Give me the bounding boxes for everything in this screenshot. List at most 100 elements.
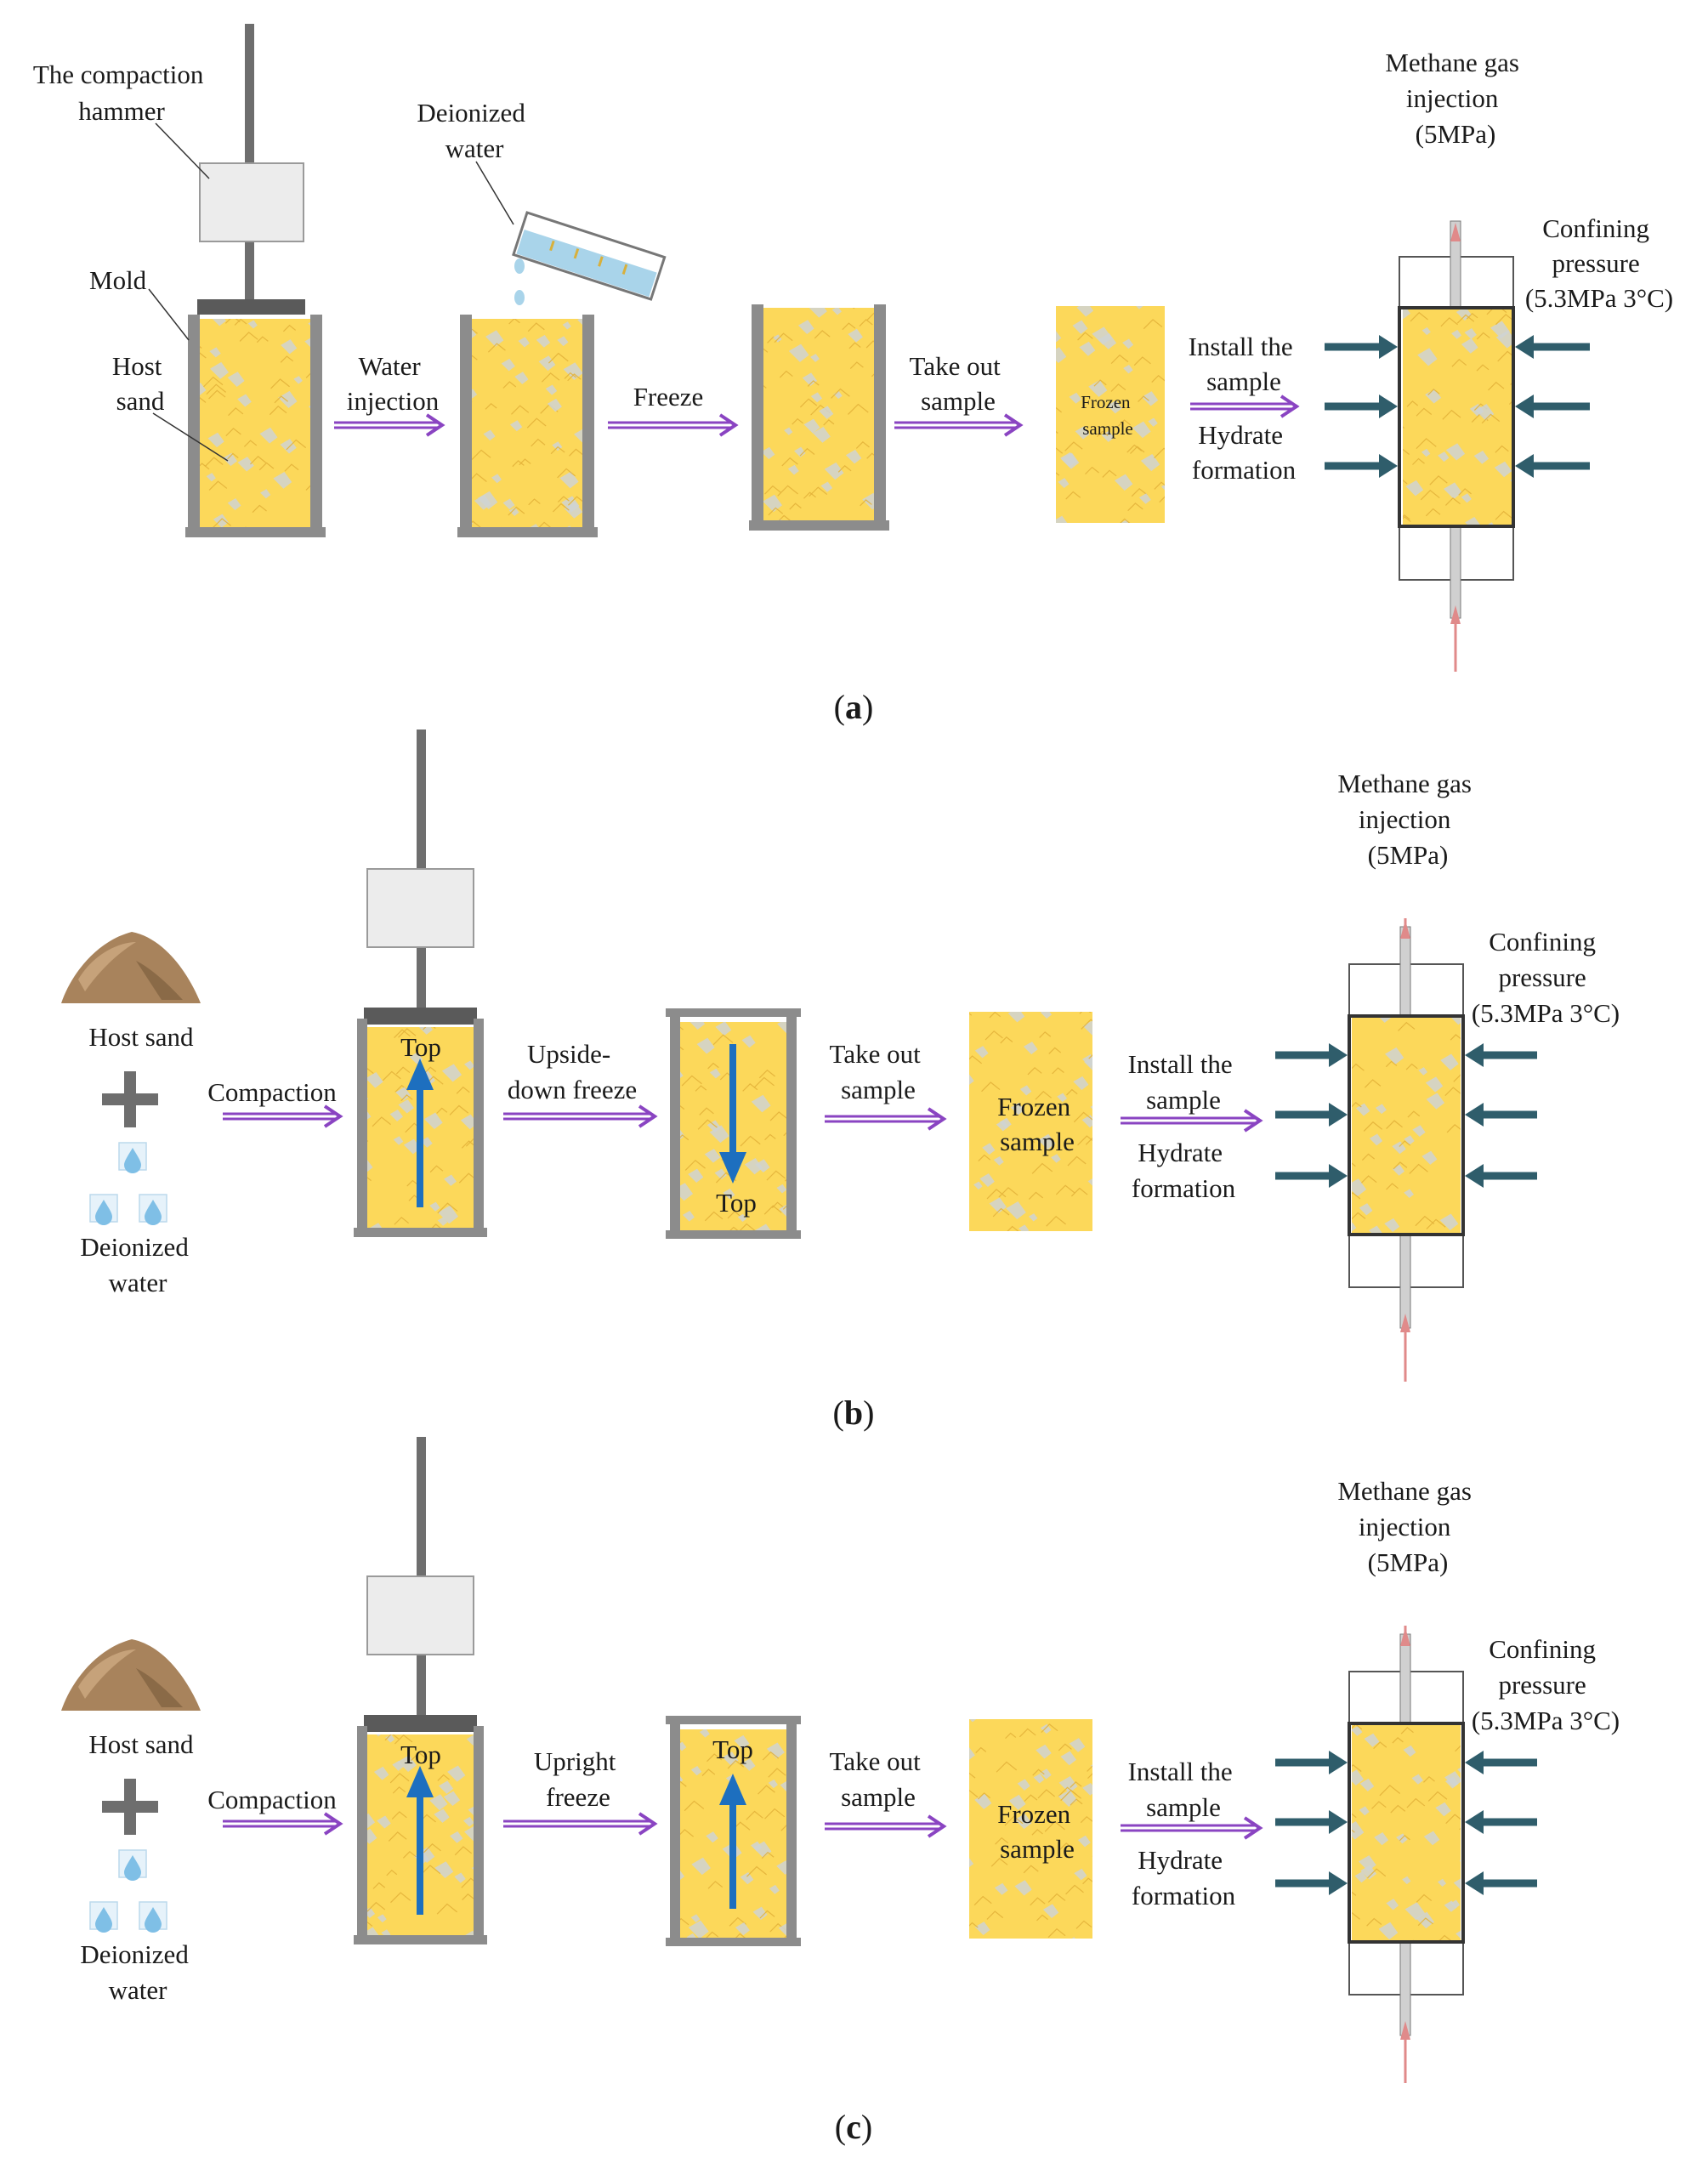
- grain-gap: [1069, 392, 1081, 404]
- grain-gap: [1445, 443, 1466, 461]
- grain-gap: [1369, 1225, 1382, 1233]
- arrow-head: [1243, 1816, 1263, 1840]
- process-arrow: [1121, 1109, 1263, 1133]
- beaker-icon: [512, 211, 667, 305]
- grain-edge: [1056, 472, 1060, 476]
- mold-icon: [354, 1726, 487, 1944]
- grain-edge: [557, 496, 570, 503]
- grain-edge: [1087, 1765, 1092, 1772]
- grain-gap: [784, 427, 793, 435]
- grain-gap: [518, 337, 530, 348]
- mold-leader-line: [148, 288, 190, 341]
- mold-base: [749, 520, 889, 531]
- grain-edge: [1403, 448, 1410, 455]
- grain-gap: [227, 497, 241, 511]
- grain-edge: [406, 1179, 419, 1187]
- grain-gap: [974, 1922, 990, 1935]
- grain-gap: [1079, 341, 1096, 356]
- grain-gap: [1352, 1222, 1357, 1232]
- grain-edge: [437, 1774, 450, 1781]
- grain-edge: [1364, 1079, 1382, 1088]
- mold-icon: [666, 1716, 801, 1946]
- grain-edge: [1099, 524, 1110, 530]
- grain-gap: [1385, 1047, 1404, 1064]
- grain-edge: [1120, 518, 1131, 523]
- grain-gap: [308, 405, 310, 409]
- arrow-head: [323, 1104, 343, 1128]
- grain-gap: [441, 1064, 462, 1082]
- grain-gap: [1358, 1855, 1376, 1871]
- step-label-compaction: Compaction: [207, 1077, 337, 1107]
- grain-edge: [837, 465, 852, 473]
- pressure-arrow-head: [1329, 1871, 1348, 1895]
- grain-edge: [969, 1772, 976, 1779]
- grain-gap: [1488, 522, 1494, 525]
- grain-gap: [1378, 1922, 1399, 1940]
- grain-edge: [1098, 1070, 1110, 1076]
- grain-edge: [777, 514, 791, 522]
- grain-edge: [1352, 1829, 1355, 1833]
- grain-gap: [1450, 1899, 1461, 1909]
- grain-edge: [728, 1226, 741, 1232]
- hammer-weight: [199, 162, 304, 242]
- grain-edge: [482, 1183, 498, 1191]
- grain-gap: [1088, 379, 1108, 397]
- grain-gap: [377, 1815, 391, 1829]
- hammer-leader-line: [155, 122, 210, 179]
- grain-gap: [438, 1780, 454, 1794]
- grain-edge: [1392, 1737, 1404, 1744]
- grain-gap: [709, 1068, 721, 1079]
- grain-edge: [969, 1055, 983, 1064]
- mold-icon: [185, 315, 326, 537]
- grain-edge: [1106, 1106, 1119, 1112]
- grain-gap: [429, 1201, 440, 1212]
- grain-gap: [377, 1914, 387, 1923]
- grain-edge: [1035, 1091, 1052, 1100]
- grain-edge: [1476, 332, 1490, 340]
- grain-edge: [1488, 381, 1505, 391]
- grain-gap: [385, 1734, 395, 1743]
- grain-edge: [1028, 1191, 1044, 1200]
- grain-edge: [1450, 1034, 1461, 1041]
- grain-gap: [777, 1022, 786, 1034]
- arrow-head: [927, 1814, 947, 1838]
- grain-gap: [1056, 347, 1067, 363]
- grain-gap: [768, 1779, 778, 1789]
- grain-edge: [1005, 1732, 1017, 1740]
- grain-edge: [1023, 1865, 1039, 1874]
- grain-gap: [485, 1208, 494, 1217]
- grain-gap: [514, 372, 529, 384]
- water-droplet-icon: [514, 290, 525, 305]
- grain-gap: [809, 308, 827, 318]
- deionized-water-label: Deionized water: [80, 1939, 195, 2005]
- grain-gap: [308, 321, 310, 326]
- grain-edge: [527, 322, 545, 332]
- grain-edge: [1400, 1727, 1414, 1734]
- top-label: Top: [400, 1032, 441, 1062]
- host-sand-fill: [763, 308, 874, 525]
- grain-edge: [1077, 1135, 1092, 1146]
- pressure-arrow-head: [1329, 1043, 1348, 1067]
- panel-caption-c: (c): [835, 2108, 872, 2146]
- grain-edge: [740, 1135, 761, 1147]
- grain-gap: [444, 1174, 457, 1186]
- grain-gap: [813, 427, 831, 443]
- grain-edge: [764, 1133, 776, 1141]
- grain-edge: [1058, 1842, 1074, 1851]
- grain-gap: [819, 406, 834, 419]
- grain-edge: [1352, 1212, 1366, 1220]
- grain-gap: [438, 1205, 459, 1224]
- grain-gap: [873, 427, 874, 428]
- pressure-arrow-head: [1329, 1810, 1348, 1834]
- grain-gap: [1056, 515, 1068, 523]
- grain-edge: [1416, 407, 1433, 417]
- water-droplet-icon: [89, 1849, 167, 1933]
- grain-edge: [842, 322, 856, 331]
- grain-edge: [1052, 1067, 1064, 1075]
- grain-gap: [1364, 1733, 1380, 1747]
- grain-edge: [1468, 1229, 1479, 1235]
- grain-edge: [1363, 1121, 1383, 1132]
- grain-edge: [759, 1910, 775, 1919]
- grain-edge: [699, 1107, 714, 1116]
- grain-edge: [1041, 1723, 1058, 1734]
